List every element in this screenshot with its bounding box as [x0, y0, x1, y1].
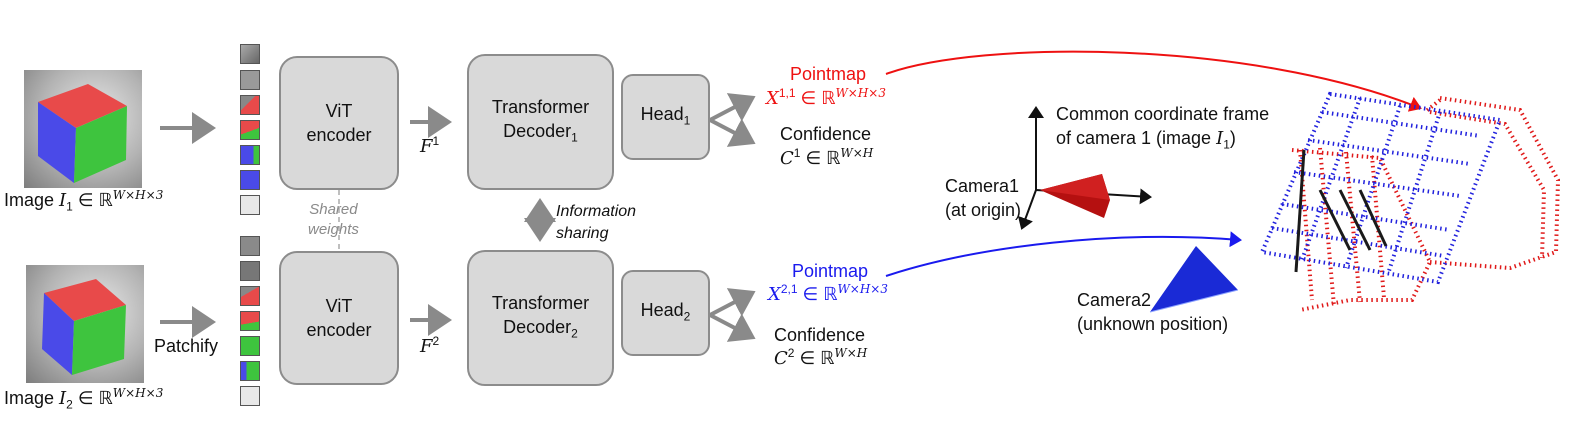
confidence2-title: Confidence: [774, 325, 866, 345]
arrow-head1-to-confidence1: [709, 118, 756, 147]
head-2: Head2: [621, 270, 710, 356]
camera2-edge: [1149, 289, 1239, 313]
pointcloud-red: [1291, 96, 1561, 312]
vit-encoder-2-line1: ViT: [325, 296, 353, 316]
arrow-head2-to-pointmap2: [709, 288, 756, 317]
confidence1-formula: C1 ∈ ℝW×H: [780, 146, 874, 169]
vit-encoder-1-line2: encoder: [306, 125, 372, 145]
confidence1-title: Confidence: [780, 124, 872, 144]
vit-encoder-2: ViT encoder: [279, 251, 399, 385]
patch-tile: [240, 95, 260, 115]
transformer-decoder-1: Transformer Decoder1: [467, 54, 614, 190]
patch-tile: [240, 70, 260, 90]
pointmap1-title: Pointmap: [790, 64, 867, 84]
transformer-decoder-2: Transformer Decoder2: [467, 250, 614, 386]
cube-render-2: [42, 279, 126, 375]
patch-tile: [240, 286, 260, 306]
feature1-label: F1: [420, 134, 440, 157]
patch-tile: [240, 386, 260, 406]
camera1-face: [1040, 174, 1110, 200]
cube-render-1: [38, 84, 127, 183]
patch-tile: [240, 195, 260, 215]
input-image-2: [26, 265, 144, 383]
patch-tile: [240, 336, 260, 356]
vit-encoder-2-line2: encoder: [306, 320, 372, 340]
camera1-label: Camera1 (at origin): [945, 176, 1022, 220]
confidence2-formula: C2 ∈ ℝW×H: [774, 346, 868, 369]
patch-tile: [240, 44, 260, 64]
pointmap2-formula: X2,1 ∈ ℝW×H×3: [768, 282, 888, 305]
feature2-label: F2: [420, 334, 440, 357]
information-sharing-label: Information sharing: [556, 203, 637, 242]
shared-weights-label: Shared weights: [308, 201, 359, 238]
arrow-head2-to-confidence2: [709, 313, 756, 342]
pointcloud-blue: [1259, 91, 1503, 285]
pointmap1-curve-arrow: [885, 50, 1422, 112]
patch-tile: [240, 170, 260, 190]
patch-tile: [240, 311, 260, 331]
patch-tile: [240, 236, 260, 256]
patch-tile: [240, 145, 260, 165]
pointcloud-dark-edges: [1294, 149, 1388, 273]
image2-caption: Image I2 ∈ ℝW×H×3: [4, 386, 164, 412]
image1-caption: Image I1 ∈ ℝW×H×3: [4, 188, 164, 214]
common-frame-label: Common coordinate frame of camera 1 (ima…: [1056, 104, 1270, 152]
vit-encoder-1-line1: ViT: [325, 101, 353, 121]
patch-tile: [240, 261, 260, 281]
pointmap2-title: Pointmap: [792, 261, 869, 281]
head-1: Head1: [621, 74, 710, 160]
camera2-label: Camera2 (unknown position): [1077, 290, 1229, 334]
pointmap1-formula: X1,1 ∈ ℝW×H×3: [766, 86, 886, 109]
patchify-label: Patchify: [154, 336, 219, 356]
arrow-head1-to-pointmap1: [709, 93, 756, 122]
vit-encoder-1: ViT encoder: [279, 56, 399, 190]
patch-tile: [240, 361, 260, 381]
axis-z-arrow: [1017, 189, 1037, 230]
pointmap2-curve-arrow: [885, 231, 1242, 277]
input-image-1: [24, 70, 142, 188]
patch-tile: [240, 120, 260, 140]
